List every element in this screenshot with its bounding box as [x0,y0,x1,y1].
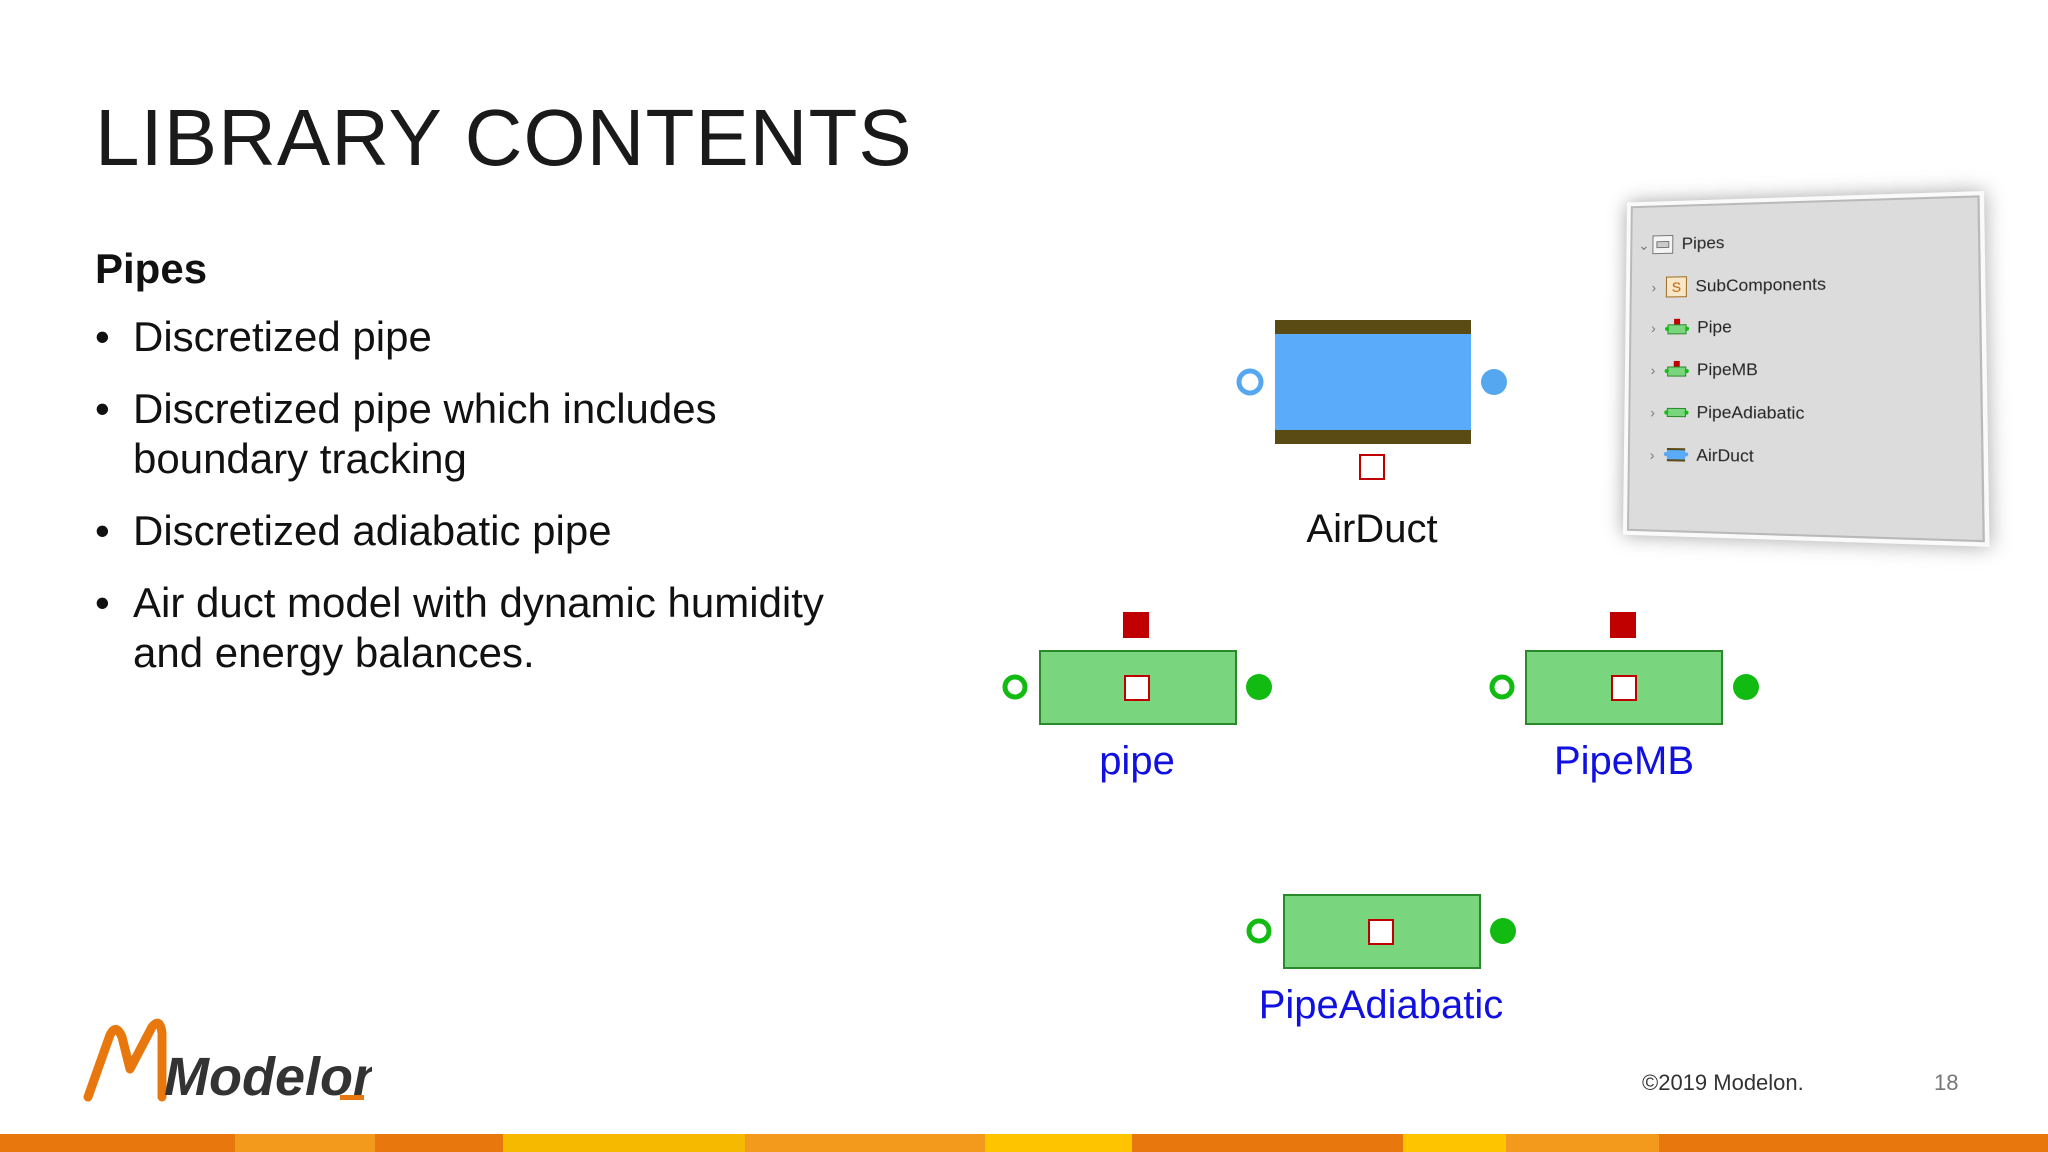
package-icon [1652,234,1674,254]
pipe-label: pipe [1099,739,1175,783]
bullet-text: Discretized pipe which includes boundary… [133,385,717,482]
bullet-item: •Discretized pipe which includes boundar… [95,385,717,482]
section-heading: Pipes [95,245,208,292]
library-browser-panel: ⌄ Pipes › S SubComponents › Pipe › PipeM… [1622,191,1990,547]
bullet-item: •Discretized pipe [95,313,432,360]
tree-item-airduct[interactable]: › AirDuct [1650,445,1754,467]
tree-item-label: SubComponents [1695,274,1827,296]
pipe-adiabatic-icon [1246,894,1516,969]
tree-item-pipemb[interactable]: › PipeMB [1651,360,1758,380]
tree-item-label: AirDuct [1696,445,1754,466]
chevron-right-icon[interactable]: › [1651,279,1657,296]
tree-item-pipe[interactable]: › Pipe [1651,317,1732,338]
air-duct-icon [1236,320,1507,480]
air-duct-icon [1663,447,1689,462]
bullet-item: •Discretized adiabatic pipe [95,507,612,554]
pipe-icon [1665,318,1690,337]
chevron-down-icon[interactable]: ⌄ [1638,236,1650,253]
chevron-right-icon[interactable]: › [1650,404,1656,421]
chevron-right-icon[interactable]: › [1649,446,1655,464]
air-duct-label: AirDuct [1306,507,1437,551]
bullet-text: Discretized pipe [133,313,432,360]
modelon-logo: Modelon [83,1018,372,1105]
slide-title: LIBRARY CONTENTS [95,93,913,182]
subpackage-icon: S [1665,276,1687,298]
pipe-mb-icon [1489,612,1759,725]
footer-bar-segment [985,1134,1132,1152]
pipe-adiabatic-label: PipeAdiabatic [1259,983,1504,1027]
footer-bar-segment [235,1134,375,1152]
svg-text:S: S [1672,280,1681,295]
footer-color-bar [0,1134,2048,1152]
pipe-icon [1002,612,1272,725]
pipe-adiabatic-icon [1664,405,1689,419]
chevron-right-icon[interactable]: › [1651,320,1656,336]
logo-text: Modelon [164,1047,372,1105]
bullet-text: Discretized adiabatic pipe [133,507,612,554]
bullet-item: •Air duct model with dynamic humidity an… [95,579,824,676]
footer-bar-segment [1132,1134,1403,1152]
footer-bar-segment [1403,1134,1506,1152]
tree-item-label: PipeAdiabatic [1696,402,1805,424]
pipe-mb-icon [1664,360,1689,379]
footer-bar-segment [375,1134,503,1152]
footer-bar-segment [503,1134,745,1152]
footer-bar-segment [745,1134,985,1152]
tree-item-pipes[interactable]: ⌄ Pipes [1638,233,1725,255]
tree-item-label: Pipe [1697,317,1732,337]
footer-bar-segment [1659,1134,2048,1152]
copyright-text: ©2019 Modelon. [1642,1070,1804,1095]
tree-item-pipeadiabatic[interactable]: › PipeAdiabatic [1650,402,1804,424]
bullet-text: Air duct model with dynamic humidity and… [133,579,824,676]
tree-item-label: Pipes [1681,233,1725,254]
footer-bar-segment [1506,1134,1659,1152]
tree-item-subcomponents[interactable]: › S SubComponents [1651,273,1826,298]
bullet-list: •Discretized pipe •Discretized pipe whic… [95,312,865,700]
tree-item-label: PipeMB [1696,359,1758,380]
pipe-mb-label: PipeMB [1554,739,1694,783]
footer-bar-segment [0,1134,235,1152]
page-number: 18 [1934,1070,1959,1095]
chevron-right-icon[interactable]: › [1650,361,1656,379]
